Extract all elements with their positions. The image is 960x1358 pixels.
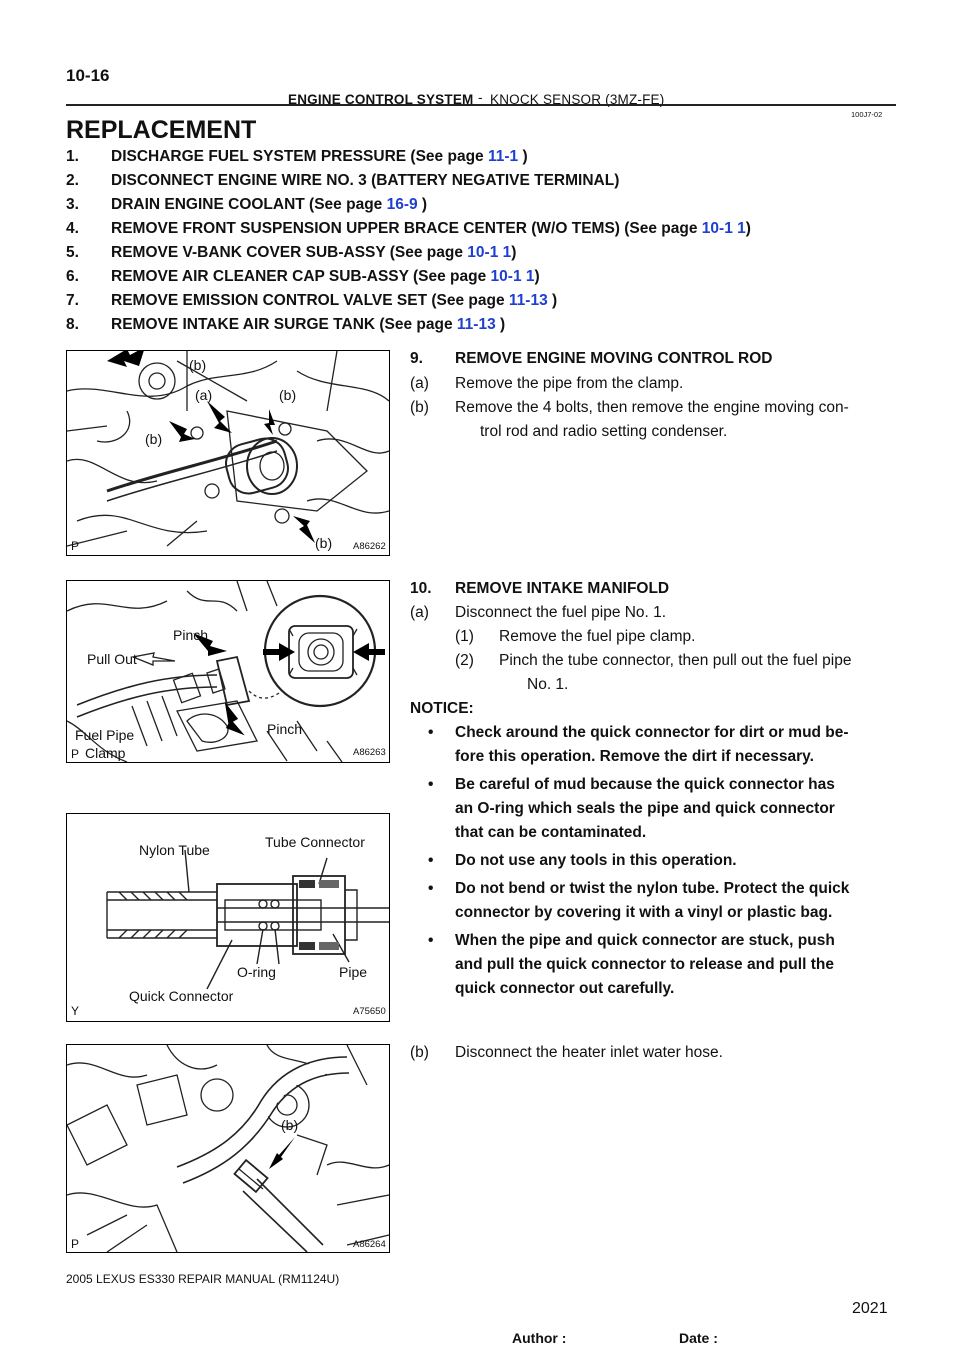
notice-bullet-cont: an O-ring which seals the pipe and quick… (455, 800, 835, 817)
figure-code: A86264 (353, 1239, 386, 1250)
figure-corner-mark: P (71, 747, 80, 761)
label-tube-connector: Tube Connector (265, 834, 365, 850)
label-nylon-tube: Nylon Tube (139, 842, 210, 858)
step-10a: (a) Disconnect the fuel pipe No. 1. (410, 604, 667, 621)
step-9b: (b) Remove the 4 bolts, then remove the … (410, 399, 849, 416)
label-b: (b) (281, 1117, 299, 1133)
notice-bullet-cont: fore this operation. Remove the dirt if … (455, 748, 814, 765)
figure-corner-mark: P (71, 1237, 80, 1251)
label-pipe: Pipe (339, 964, 368, 980)
notice-bullet-cont: connector by covering it with a vinyl or… (455, 904, 833, 921)
footer-page-number: 2021 (852, 1300, 888, 1317)
notice-bullet: •Be careful of mud because the quick con… (428, 776, 835, 793)
page-link[interactable]: 10-1 1 (467, 244, 512, 261)
step-1: 1.DISCHARGE FUEL SYSTEM PRESSURE (See pa… (66, 148, 528, 165)
section-title: ENGINE CONTROL SYSTEM (288, 92, 474, 107)
step-2: 2.DISCONNECT ENGINE WIRE NO. 3 (BATTERY … (66, 172, 620, 189)
step-10a-2-cont: No. 1. (527, 676, 569, 693)
figure-code: A86263 (353, 747, 386, 758)
header-rule (66, 104, 896, 106)
figure-fuel-pipe: Pinch Pull Out Pinch Fuel Pipe Clamp P A… (66, 580, 390, 763)
page-link[interactable]: 16-9 (386, 196, 418, 213)
label-pull-out: Pull Out (87, 651, 137, 667)
page-number: 10-16 (66, 66, 110, 85)
label-pinch-top: Pinch (173, 627, 209, 643)
figure-heater-hose: (b) P A86264 (66, 1044, 390, 1253)
step-3: 3.DRAIN ENGINE COOLANT (See page 16-9 ) (66, 196, 428, 213)
notice-bullet: •Do not use any tools in this operation. (428, 852, 737, 869)
date-label: Date : (679, 1330, 718, 1346)
notice-bullet: •Check around the quick connector for di… (428, 724, 849, 741)
bullet-dot: • (428, 880, 434, 897)
author-label: Author : (512, 1330, 567, 1346)
subsection-title: KNOCK SENSOR (3MZ-FE) (490, 92, 665, 107)
heater-hose-illustration (67, 1045, 389, 1252)
figure-corner-mark: P (71, 539, 80, 553)
fuel-pipe-illustration (67, 581, 385, 762)
step-9-heading: 9. REMOVE ENGINE MOVING CONTROL ROD (410, 350, 773, 367)
bullet-dot: • (428, 776, 434, 793)
label-clamp: Clamp (85, 745, 126, 761)
notice-label: NOTICE: (410, 700, 474, 717)
notice-bullet-cont: that can be contaminated. (455, 824, 647, 841)
connector-cross-section (106, 849, 389, 990)
step-10a-1-text: Remove the fuel pipe clamp. (499, 628, 696, 645)
bullet-dot: • (428, 932, 434, 949)
figure-corner-mark: Y (71, 1004, 80, 1018)
label-o-ring: O-ring (237, 964, 276, 980)
page-link[interactable]: 10-1 1 (701, 220, 746, 237)
label-a: (a) (195, 387, 213, 403)
page-link[interactable]: 11-1 (487, 148, 519, 165)
step-10-heading: 10. REMOVE INTAKE MANIFOLD (410, 580, 670, 597)
bullet-dot: • (428, 852, 434, 869)
label-b-left: (b) (145, 431, 163, 447)
step-9b-cont: trol rod and radio setting condenser. (480, 423, 728, 440)
step-10a-2-text: Pinch the tube connector, then pull out … (499, 652, 852, 669)
page-link[interactable]: 11-13 (508, 292, 548, 309)
header-dash: - (478, 90, 483, 105)
doc-code: 100J7-02 (851, 110, 883, 119)
label-b-right: (b) (279, 387, 297, 403)
bullet-dot: • (428, 724, 434, 741)
page-link[interactable]: 11-13 (456, 316, 496, 333)
label-quick-connector: Quick Connector (129, 988, 234, 1004)
label-pinch-bottom: Pinch (267, 721, 303, 737)
notice-bullet: •Do not bend or twist the nylon tube. Pr… (428, 880, 850, 897)
notice-bullet-cont: quick connector out carefully. (455, 980, 675, 997)
step-7: 7.REMOVE EMISSION CONTROL VALVE SET (See… (66, 292, 558, 309)
label-b-bottom: (b) (315, 535, 333, 551)
notice-bullet-cont: and pull the quick connector to release … (455, 956, 834, 973)
label-fuel-pipe: Fuel Pipe (75, 727, 135, 743)
page-link[interactable]: 10-1 1 (490, 268, 535, 285)
step-8: 8.REMOVE INTAKE AIR SURGE TANK (See page… (66, 316, 506, 333)
step-10b: (b) Disconnect the heater inlet water ho… (410, 1044, 723, 1061)
figure-code: A86262 (353, 541, 386, 552)
footer-manual: 2005 LEXUS ES330 REPAIR MANUAL (RM1124U) (66, 1272, 340, 1286)
engine-rod-illustration (67, 351, 389, 547)
step-9a: (a) Remove the pipe from the clamp. (410, 375, 684, 392)
figure-control-rod: (b) (a) (b) (b) (b) P A86262 (66, 350, 390, 556)
step-6: 6.REMOVE AIR CLEANER CAP SUB-ASSY (See p… (66, 268, 540, 285)
figure-code: A75650 (353, 1006, 386, 1017)
notice-bullet: •When the pipe and quick connector are s… (428, 932, 835, 949)
step-5: 5.REMOVE V-BANK COVER SUB-ASSY (See page… (66, 244, 517, 261)
label-b-top: (b) (189, 357, 207, 373)
step-4: 4.REMOVE FRONT SUSPENSION UPPER BRACE CE… (66, 220, 751, 237)
page-title: REPLACEMENT (66, 116, 257, 144)
step-10a-1-num: (1) (455, 628, 474, 645)
figure-quick-connector: Nylon Tube Tube Connector O-ring Pipe Qu… (66, 813, 390, 1022)
step-10a-2-num: (2) (455, 652, 474, 669)
